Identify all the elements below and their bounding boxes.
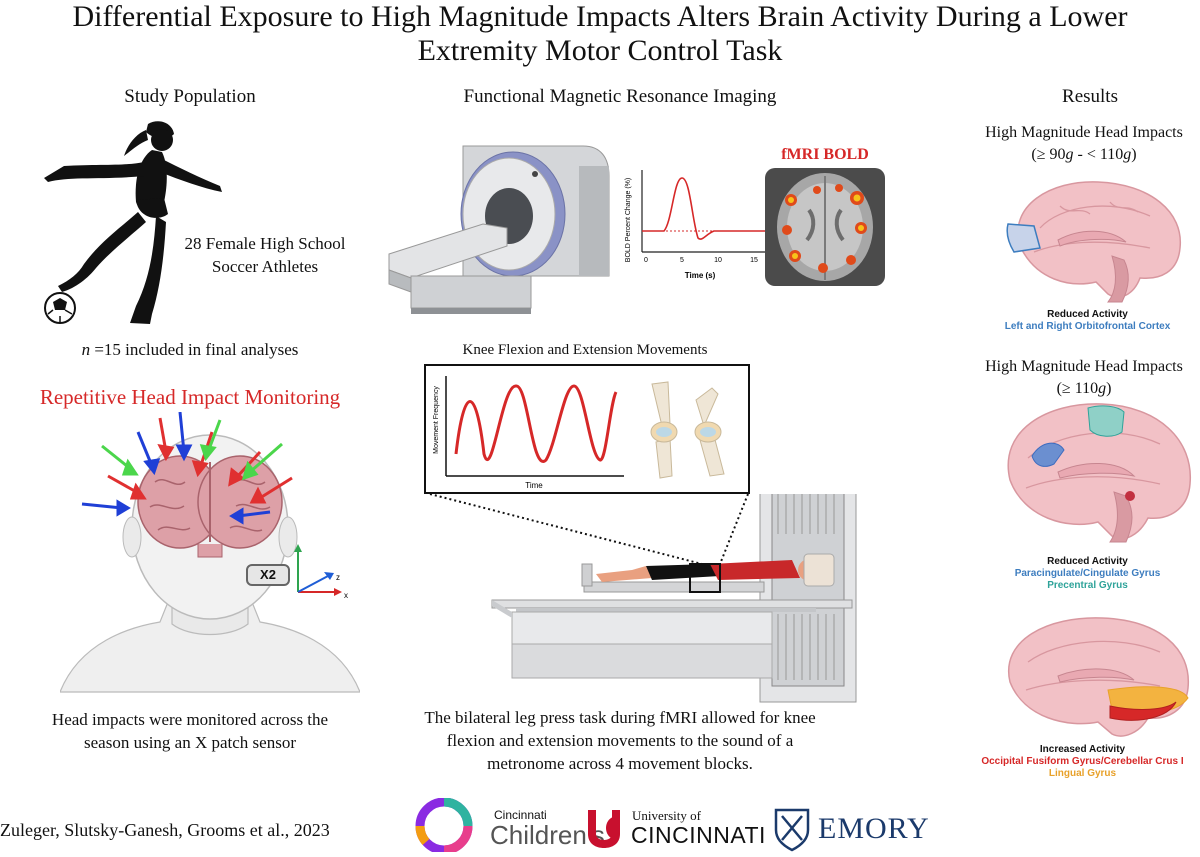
uc-logo-main-text: CINCINNATI: [631, 822, 766, 848]
result-2-region-2: Precentral Gyrus: [1047, 580, 1128, 591]
cincinnati-childrens-logo-mark: [415, 798, 473, 852]
result-2-title: High Magnitude Head Impacts: [985, 358, 1183, 375]
cingulate-gyrus-highlight: [1031, 442, 1065, 467]
childrens-logo-main-text: Children's: [490, 820, 605, 850]
result-1-range-mid: - < 110: [1073, 146, 1124, 163]
hrf-tick-5: 5: [680, 257, 684, 264]
hrf-tick-0: 0: [644, 257, 648, 264]
result-3-brain-illustration: [1007, 617, 1189, 737]
axis-x-label: x: [344, 591, 348, 600]
sensor-axes-icon: z x: [294, 544, 348, 600]
result-1-range-post: ): [1131, 146, 1137, 163]
fmri-brain-slice: [765, 168, 885, 286]
movement-x-axis-label: Time: [525, 481, 543, 490]
result-1-range-g2: g: [1123, 146, 1132, 163]
result-2-range-g: g: [1098, 380, 1107, 397]
task-caption: The bilateral leg press task during fMRI…: [420, 706, 820, 775]
hrf-tick-15: 15: [750, 257, 758, 264]
knee-movement-title: Knee Flexion and Extension Movements: [462, 342, 708, 358]
result-2-range: (≥ 110g): [968, 378, 1200, 400]
result-1-brain-illustration: [1006, 181, 1181, 303]
participant-leg: [596, 566, 652, 582]
result-1-title: High Magnitude Head Impacts: [985, 124, 1183, 141]
small-red-highlight: [1125, 491, 1135, 501]
precentral-gyrus-highlight: [1087, 405, 1125, 437]
result-1-range: (≥ 90g - < 110g): [968, 144, 1200, 166]
monitoring-caption: Head impacts were monitored across the s…: [20, 708, 360, 754]
movement-wave: [454, 384, 618, 463]
task-caption-line-1: The bilateral leg press task during fMRI…: [424, 708, 816, 727]
athletes-line-2: Soccer Athletes: [211, 257, 319, 276]
zoom-line-right: [719, 494, 749, 565]
fmri-heading: Functional Magnetic Resonance Imaging: [463, 86, 777, 107]
zoom-line-left: [429, 494, 703, 565]
uc-logo-top-text: University of: [632, 808, 701, 823]
soccer-player-silhouette: [44, 121, 222, 324]
athletes-line-1: 28 Female High School: [184, 234, 346, 253]
task-caption-line-2: flexion and extension movements to the s…: [446, 731, 794, 750]
monitoring-caption-line-1: Head impacts were monitored across the: [51, 710, 329, 729]
result-2-heading: High Magnitude Head Impacts (≥ 110g): [968, 356, 1200, 400]
uc-logo-mark: [588, 810, 620, 848]
hrf-curve: [642, 177, 776, 240]
result-1-label: Reduced Activity Left and Right Orbitofr…: [975, 309, 1200, 333]
sample-size-line: n =15 included in final analyses: [40, 340, 340, 360]
monitoring-caption-line-2: season using an X patch sensor: [84, 733, 296, 752]
leg-press-scanner-setup: [429, 494, 857, 703]
authors-citation: Zuleger, Slutsky-Ganesh, Grooms et al., …: [0, 820, 330, 840]
poster-title: Differential Exposure to High Magnitude …: [72, 0, 1128, 67]
result-3-region-2: Lingual Gyrus: [1048, 768, 1117, 779]
participant-shorts: [646, 564, 720, 580]
x2-sensor-badge: X2: [246, 564, 290, 586]
result-1-heading: High Magnitude Head Impacts (≥ 90g - < 1…: [968, 122, 1200, 166]
monitoring-heading: Repetitive Head Impact Monitoring: [39, 385, 341, 409]
result-2-range-pre: (≥ 110: [1056, 380, 1099, 397]
result-2-effect: Reduced Activity: [1047, 556, 1128, 567]
result-2-range-post: ): [1106, 380, 1112, 397]
results-heading: Results: [1062, 86, 1118, 107]
zoom-box: [689, 563, 721, 593]
result-1-range-pre: (≥ 90: [1031, 146, 1066, 163]
sample-size-text: =15 included in final analyses: [90, 340, 299, 359]
movement-y-axis-label: Movement Frequency: [433, 386, 440, 454]
result-3-label: Increased Activity Occipital Fusiform Gy…: [965, 744, 1200, 780]
result-1-effect: Reduced Activity: [1047, 309, 1128, 320]
leg-press-bed: [491, 599, 853, 609]
study-population-heading: Study Population: [124, 86, 256, 107]
fmri-bold-title: fMRI BOLD: [781, 146, 869, 163]
athletes-description: 28 Female High School Soccer Athletes: [150, 232, 380, 278]
hrf-tick-10: 10: [714, 257, 722, 264]
result-3-effect: Increased Activity: [1039, 744, 1126, 755]
result-1-range-g1: g: [1065, 146, 1074, 163]
childrens-logo-top-text: Cincinnati: [494, 808, 547, 822]
orbitofrontal-cortex-highlight: [1006, 223, 1041, 253]
knee-movement-panel: Movement Frequency Time: [424, 364, 750, 494]
hrf-x-axis-label: Time (s): [685, 271, 716, 280]
result-2-region-1: Paracingulate/Cingulate Gyrus: [1014, 568, 1161, 579]
emory-shield-icon: [774, 808, 810, 852]
mri-scanner-illustration: [388, 145, 610, 314]
result-2-brain-illustration: [1007, 403, 1191, 543]
leg-press-sled: [583, 581, 765, 593]
head-coil: [803, 553, 835, 587]
knee-joint-illustrations: [650, 381, 725, 479]
result-1-region: Left and Right Orbitofrontal Cortex: [1004, 321, 1171, 332]
hrf-y-axis-label: BOLD Percent Change (%): [625, 178, 632, 262]
result-2-label: Reduced Activity Paracingulate/Cingulate…: [975, 556, 1200, 592]
axis-z-label: z: [336, 573, 340, 582]
participant-shirt: [710, 560, 800, 580]
head-impact-illustration: [60, 412, 360, 693]
emory-logo-text: EMORY: [818, 812, 930, 845]
task-caption-line-3: metronome across 4 movement blocks.: [487, 754, 753, 773]
n-symbol: n: [81, 340, 91, 359]
occipital-fusiform-highlight: [1109, 701, 1177, 721]
result-3-region-1: Occipital Fusiform Gyrus/Cerebellar Crus…: [981, 756, 1184, 767]
hrf-chart: BOLD Percent Change (%) 0 5 10 15 Time (…: [625, 170, 776, 280]
